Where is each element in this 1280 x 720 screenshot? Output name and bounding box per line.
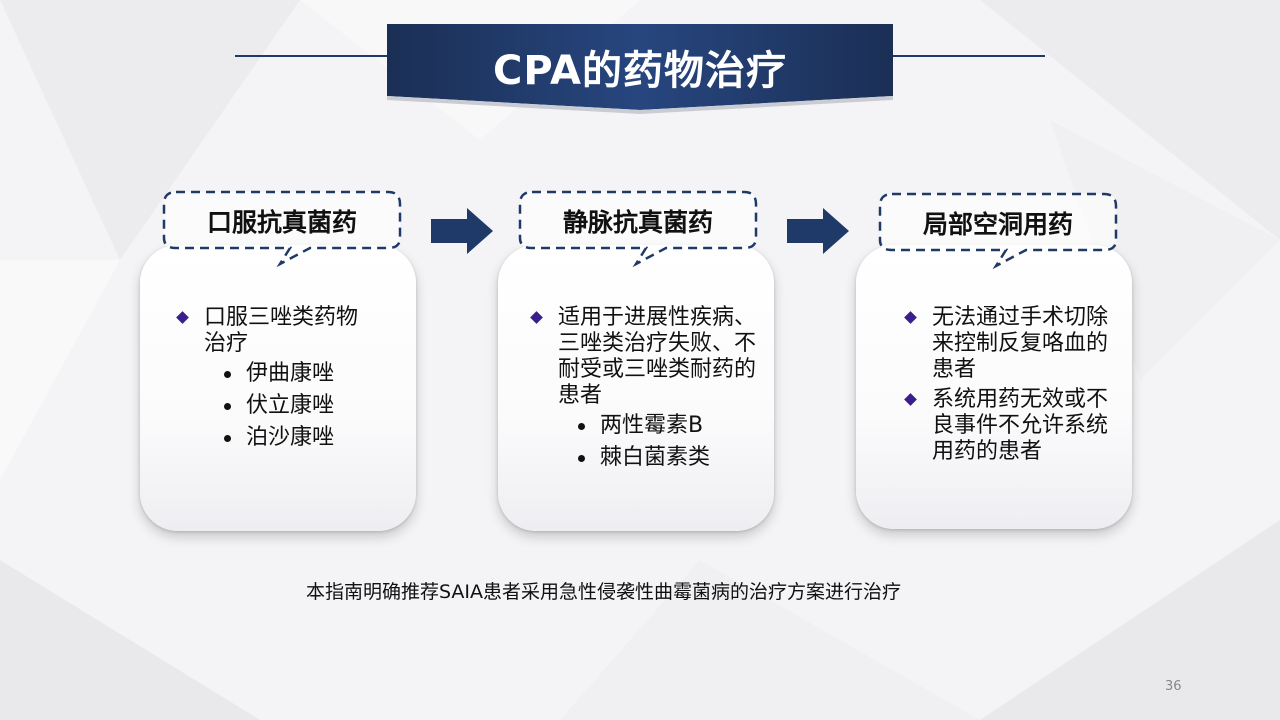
column-content-oral: 口服三唑类药物治疗 伊曲康唑 伏立康唑 泊沙康唑 <box>176 305 376 457</box>
footnote: 本指南明确推荐SAIA患者采用急性侵袭性曲霉菌病的治疗方案进行治疗 <box>306 581 902 603</box>
heading-oral: 口服抗真菌药 <box>206 208 357 237</box>
page-number: 36 <box>1165 679 1182 694</box>
column-content-iv: 适用于进展性疾病、三唑类治疗失败、不耐受或三唑类耐药的患者 两性霉素B 棘白菌素… <box>530 305 770 477</box>
right-arrow-icon <box>787 208 849 254</box>
column-card-oral <box>140 245 416 531</box>
dot-bullet-icon <box>224 403 231 410</box>
list-item: 伏立康唑 <box>176 393 376 419</box>
list-item: 两性霉素B <box>530 413 770 439</box>
column-card-iv <box>498 245 774 531</box>
list-item: 伊曲康唑 <box>176 361 376 387</box>
dot-bullet-icon <box>224 435 231 442</box>
title-rule-left <box>235 55 387 57</box>
list-item: 口服三唑类药物治疗 <box>176 305 376 357</box>
heading-callout-local: 局部空洞用药 <box>878 192 1118 272</box>
slide-title: CPA的药物治疗 <box>493 48 787 94</box>
drug-list: 两性霉素B 棘白菌素类 <box>530 413 770 471</box>
diamond-bullet-icon <box>530 311 543 324</box>
heading-callout-oral: 口服抗真菌药 <box>162 190 402 270</box>
diamond-bullet-icon <box>176 311 189 324</box>
column-content-local: 无法通过手术切除来控制反复咯血的患者 系统用药无效或不良事件不允许系统用药的患者 <box>904 305 1114 469</box>
heading-local: 局部空洞用药 <box>922 210 1073 239</box>
dot-bullet-icon <box>578 455 585 462</box>
title-rule-right <box>893 55 1045 57</box>
list-item: 无法通过手术切除来控制反复咯血的患者 <box>904 305 1114 383</box>
list-item: 泊沙康唑 <box>176 425 376 451</box>
heading-iv: 静脉抗真菌药 <box>562 208 713 237</box>
title-banner: CPA的药物治疗 <box>387 24 893 114</box>
right-arrow-icon <box>431 208 493 254</box>
list-item: 适用于进展性疾病、三唑类治疗失败、不耐受或三唑类耐药的患者 <box>530 305 770 409</box>
list-item: 系统用药无效或不良事件不允许系统用药的患者 <box>904 387 1114 465</box>
dot-bullet-icon <box>578 423 585 430</box>
column-card-local <box>856 245 1132 529</box>
list-item: 棘白菌素类 <box>530 445 770 471</box>
diamond-bullet-icon <box>904 311 917 324</box>
heading-callout-iv: 静脉抗真菌药 <box>518 190 758 270</box>
dot-bullet-icon <box>224 371 231 378</box>
diamond-bullet-icon <box>904 393 917 406</box>
drug-list: 伊曲康唑 伏立康唑 泊沙康唑 <box>176 361 376 451</box>
